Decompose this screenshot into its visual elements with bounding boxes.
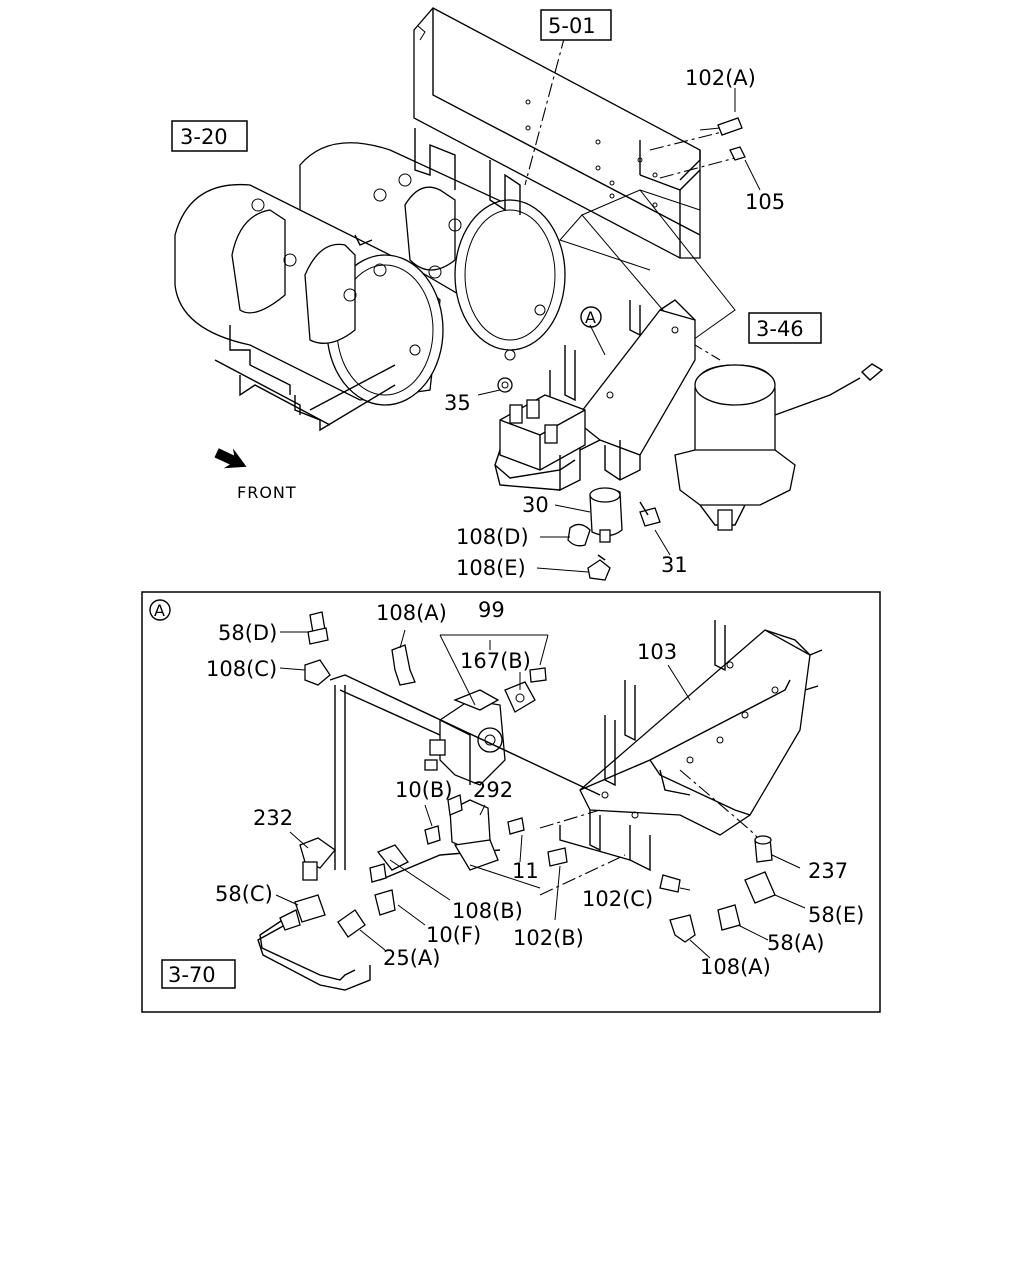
callout-11: 11	[512, 859, 539, 883]
ref-box-3-70: 3-70	[161, 959, 236, 989]
callout-35: 35	[444, 391, 471, 415]
fittings-detail	[279, 611, 776, 943]
valve-bracket-detail	[559, 620, 823, 872]
callout-25a: 25(A)	[383, 946, 440, 970]
ref-box-5-01: 5-01	[540, 9, 612, 41]
detail-marker-top-label: A	[585, 308, 597, 327]
detail-marker-top: A	[580, 306, 602, 328]
air-tanks	[174, 128, 566, 432]
callout-102b: 102(B)	[513, 926, 584, 950]
callout-108c: 108(C)	[206, 657, 277, 681]
callout-102a-top: 102(A)	[685, 66, 756, 90]
callout-108b: 108(B)	[452, 899, 523, 923]
callout-31: 31	[661, 553, 688, 577]
callout-232: 232	[253, 806, 293, 830]
callout-58e: 58(E)	[808, 903, 864, 927]
ref-3-46: 3-46	[756, 317, 804, 341]
callout-102c: 102(C)	[582, 887, 653, 911]
callout-58a: 58(A)	[767, 931, 824, 955]
callout-99: 99	[478, 598, 505, 622]
callout-10f: 10(F)	[426, 923, 481, 947]
pipe-lines	[257, 674, 761, 991]
callout-58d: 58(D)	[218, 621, 277, 645]
ref-3-70: 3-70	[168, 963, 216, 987]
front-arrow-icon	[214, 448, 247, 469]
front-label: FRONT	[237, 483, 297, 502]
ref-box-3-20: 3-20	[171, 120, 248, 152]
callout-30: 30	[522, 493, 549, 517]
leader-lines	[524, 34, 736, 361]
callout-108d: 108(D)	[456, 525, 529, 549]
callout-108a-detail-top: 108(A)	[376, 601, 447, 625]
callout-leaders-detail	[275, 629, 806, 959]
detail-a-frame: A	[141, 591, 881, 1013]
detail-marker-box-label: A	[154, 601, 166, 620]
ref-5-01: 5-01	[548, 14, 596, 38]
valve-bracket-top	[549, 299, 696, 481]
callout-58c: 58(C)	[215, 882, 273, 906]
callout-167b: 167(B)	[460, 649, 531, 673]
callout-105: 105	[745, 190, 785, 214]
callout-103: 103	[637, 640, 677, 664]
callout-108e: 108(E)	[456, 556, 526, 580]
small-parts-top	[567, 487, 661, 581]
callout-292: 292	[473, 778, 513, 802]
callout-10b: 10(B)	[395, 778, 453, 802]
callout-leaders-top	[477, 88, 761, 573]
air-dryer	[674, 363, 884, 531]
ref-box-3-46: 3-46	[748, 312, 822, 344]
callout-108a-detail-bottom: 108(A)	[700, 955, 771, 979]
relay-valve-detail	[424, 689, 506, 786]
relay-valve-top	[494, 377, 586, 492]
ref-3-20: 3-20	[180, 125, 228, 149]
callout-237: 237	[808, 859, 848, 883]
